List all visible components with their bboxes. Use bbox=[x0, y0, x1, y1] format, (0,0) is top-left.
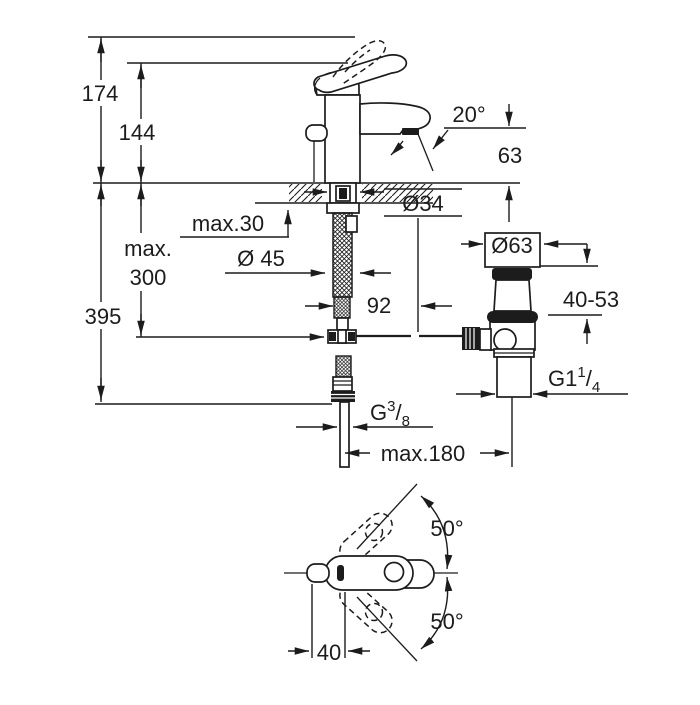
dim-label-d45: Ø 45 bbox=[237, 246, 285, 271]
drain-flange bbox=[484, 232, 541, 268]
top-view: 50° 50° 40 bbox=[284, 483, 464, 665]
dim-label-4053: 40-53 bbox=[563, 287, 619, 312]
angle-arc-arrow bbox=[390, 140, 404, 156]
angle-leader-arrow bbox=[432, 129, 449, 150]
dim-label-144: 144 bbox=[119, 120, 156, 145]
handle-mark bbox=[337, 565, 344, 581]
dim-label-174: 174 bbox=[82, 81, 119, 106]
dim-label-50-up: 50° bbox=[430, 516, 463, 541]
label-mask bbox=[79, 80, 121, 106]
counter-hatch-left bbox=[289, 184, 322, 202]
dim-label-g38: G3/8 bbox=[370, 398, 410, 430]
label-mask bbox=[115, 119, 159, 145]
dim-label-max300-line2: 300 bbox=[130, 265, 167, 290]
supply-connector bbox=[332, 376, 353, 392]
dim-label-20deg: 20° bbox=[452, 102, 485, 127]
hose-fitting bbox=[336, 317, 349, 331]
swivel-ray-up bbox=[356, 483, 418, 550]
handle-pivot-knob bbox=[383, 561, 405, 583]
handle-knob-up-dashed bbox=[364, 522, 384, 542]
drain-knurled-nut bbox=[462, 327, 480, 350]
swivel-arc-up bbox=[420, 495, 453, 570]
drain-side-port bbox=[479, 328, 492, 351]
spout bbox=[359, 102, 431, 135]
dim-label-395: 395 bbox=[85, 304, 122, 329]
supply-nut bbox=[331, 391, 355, 402]
lever-raised-dashed-inner bbox=[344, 49, 371, 73]
popup-knob bbox=[305, 124, 328, 142]
supply-pipe-end bbox=[339, 401, 350, 468]
lever-raised-dashed bbox=[332, 40, 387, 86]
popup-knob-top bbox=[306, 563, 330, 583]
drain-body bbox=[489, 320, 536, 351]
braided-hose-upper bbox=[333, 296, 351, 319]
dim-label-40: 40 bbox=[317, 640, 341, 665]
handle-knob-down-dashed bbox=[364, 602, 384, 622]
dim-label-50-down: 50° bbox=[430, 609, 463, 634]
swivel-arc-down bbox=[420, 576, 453, 650]
dim-label-max180: max.180 bbox=[381, 441, 465, 466]
aerator bbox=[402, 128, 419, 135]
drain-neck bbox=[493, 279, 532, 312]
drain-cap bbox=[492, 268, 532, 280]
dome-edge-curve bbox=[313, 77, 321, 96]
tee-right-block bbox=[348, 332, 355, 341]
shank-stub bbox=[345, 215, 358, 233]
mounting-collar-core bbox=[339, 188, 347, 199]
label-mask bbox=[115, 233, 181, 291]
dim-label-d63: Ø63 bbox=[491, 233, 533, 258]
side-view: 174 144 max. 300 395 max.30 Ø 45 Ø34 20°… bbox=[79, 36, 628, 468]
tee-left-block bbox=[329, 332, 336, 341]
mounting-nut bbox=[326, 202, 360, 214]
dim-label-max300-line1: max. bbox=[124, 236, 172, 261]
tee-center bbox=[337, 329, 347, 344]
dim-label-max30: max.30 bbox=[192, 211, 264, 236]
dim-label-d34: Ø34 bbox=[402, 191, 444, 216]
label-mask bbox=[80, 302, 127, 329]
drain-tailpipe bbox=[496, 356, 532, 398]
faucet-column bbox=[324, 94, 361, 184]
drain-seal-ring bbox=[487, 311, 538, 323]
lever-handle-side bbox=[313, 54, 408, 94]
dim-label-63: 63 bbox=[498, 143, 522, 168]
dim-label-g114: G11/4 bbox=[548, 364, 600, 396]
water-stream-line bbox=[415, 128, 434, 172]
dim-label-92: 92 bbox=[367, 293, 391, 318]
braided-hose-lower bbox=[335, 355, 352, 378]
